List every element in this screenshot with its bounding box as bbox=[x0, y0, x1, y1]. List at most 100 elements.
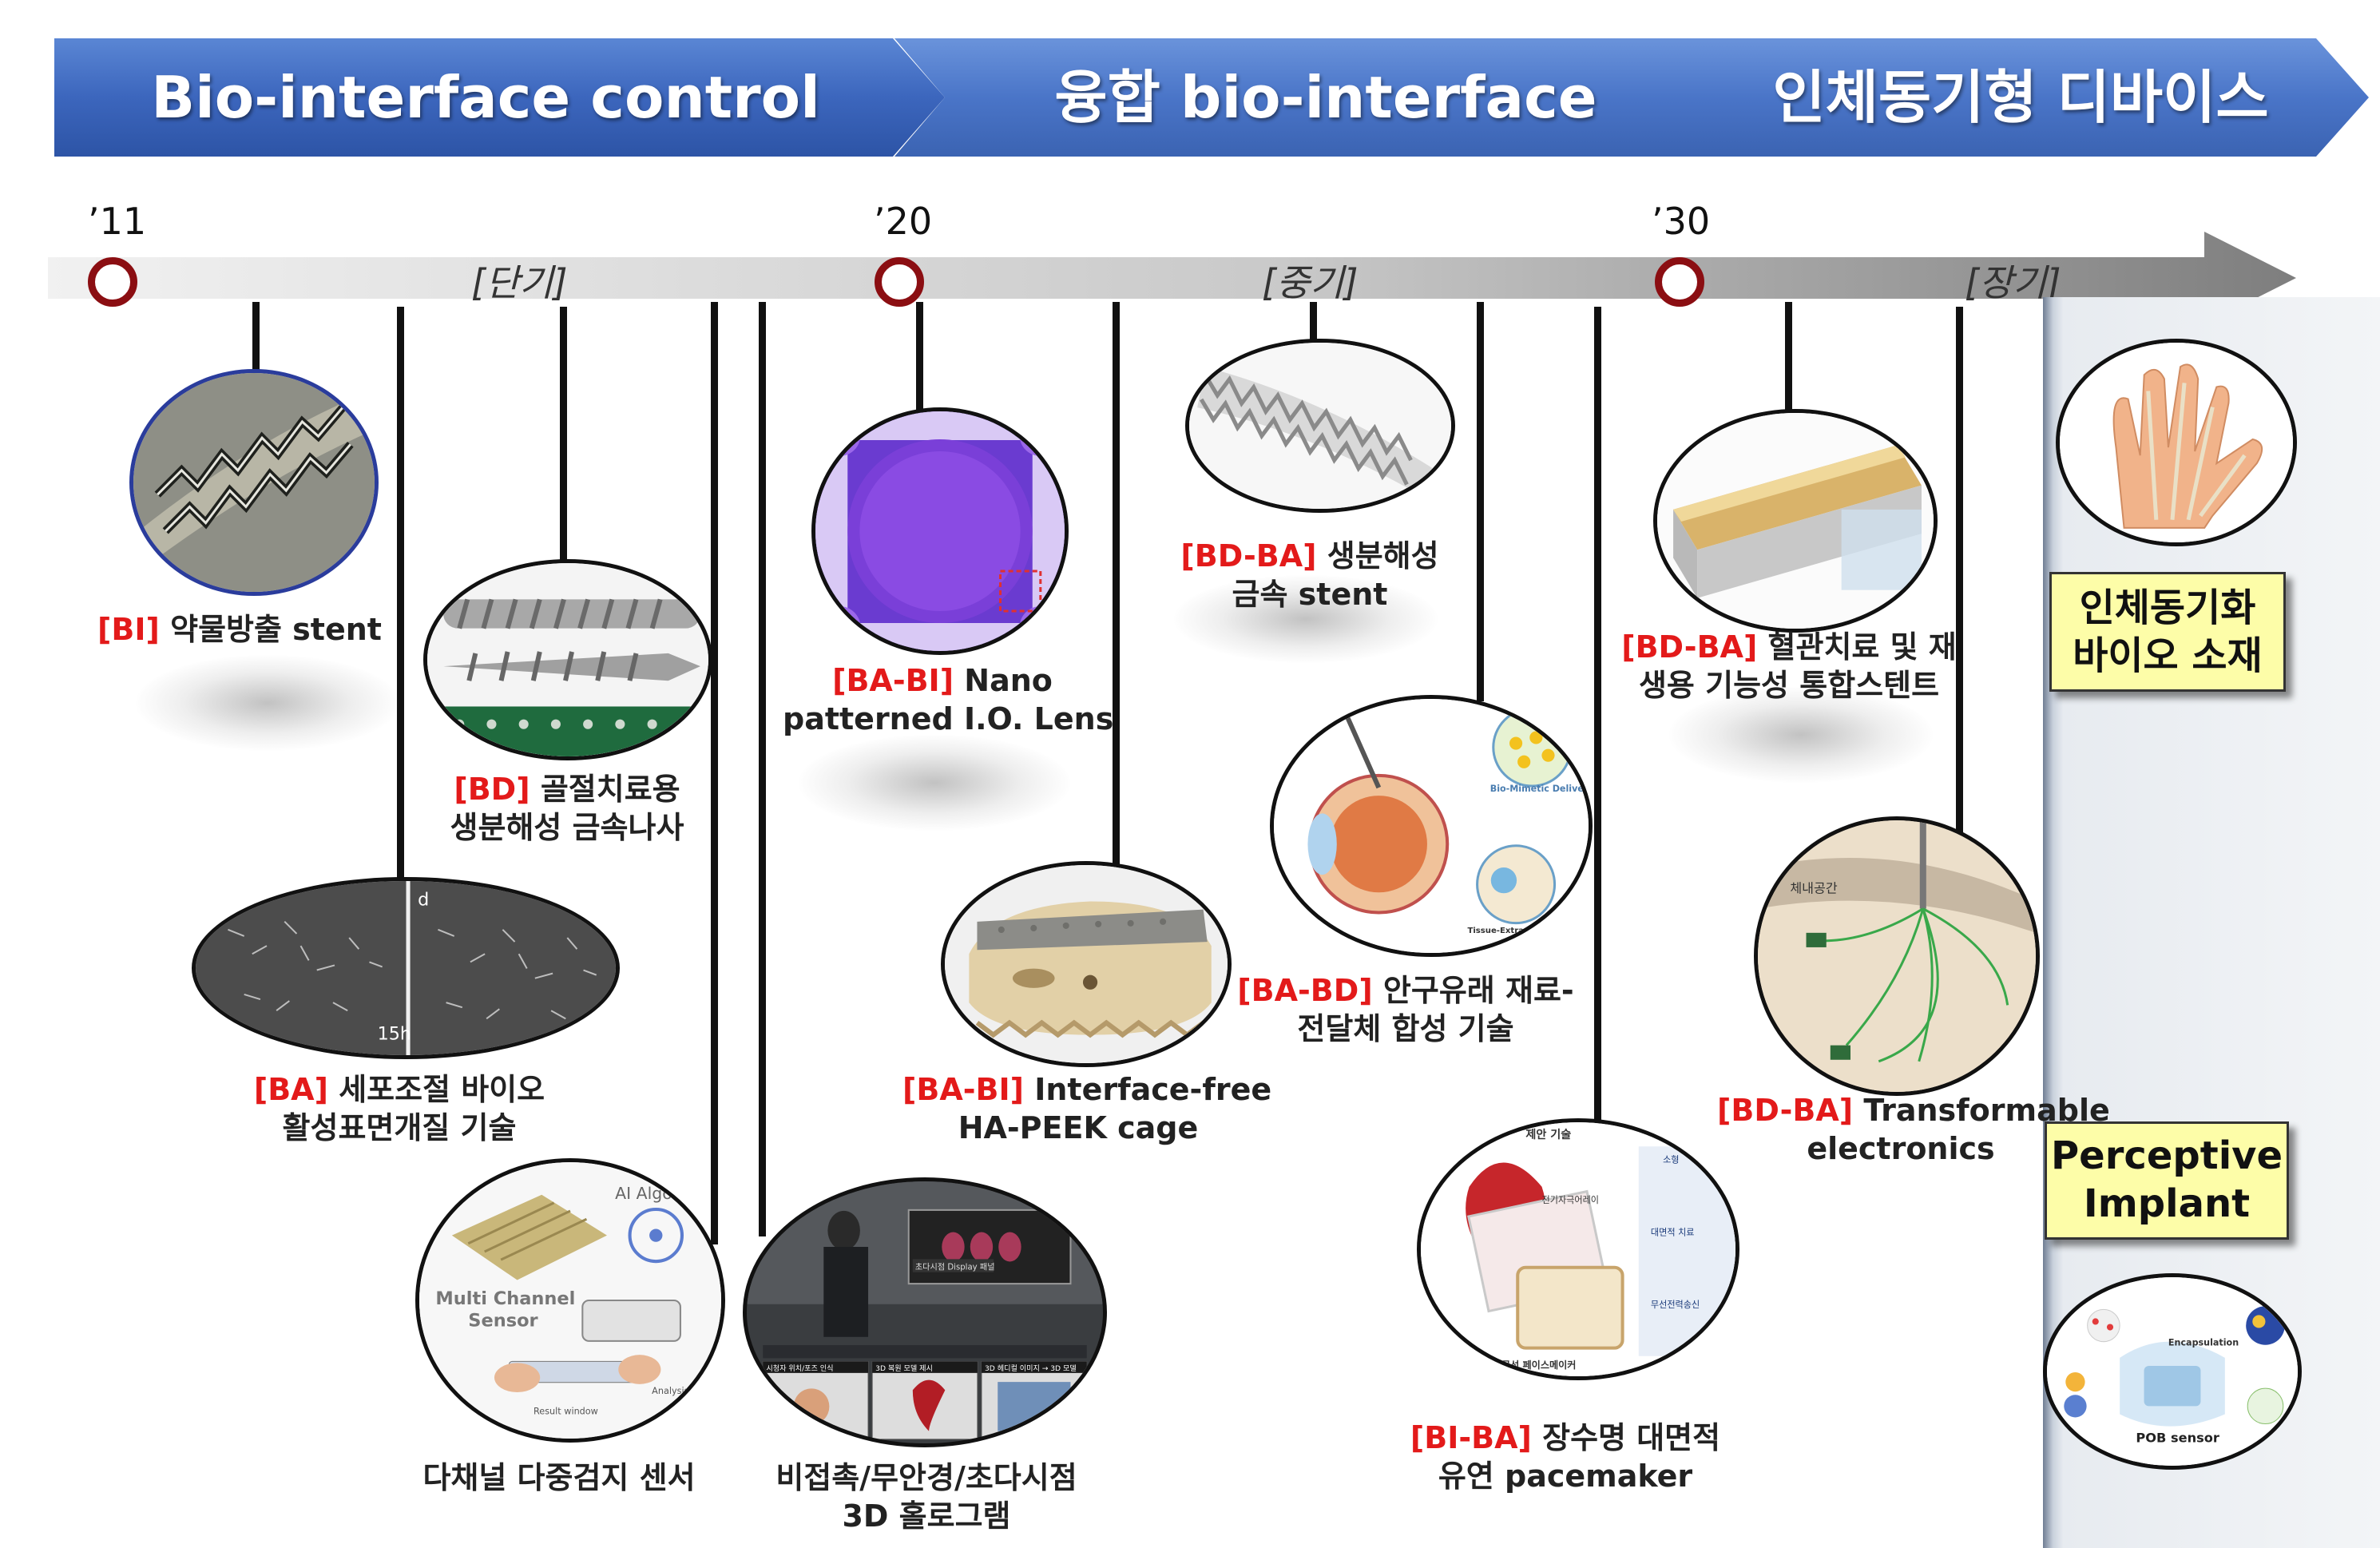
stem-lens bbox=[916, 302, 923, 414]
caption-lens: [BA-BI] Nano patterned I.O. Lens bbox=[783, 661, 1114, 738]
transformable-electronics-image: 체내공간 bbox=[1754, 816, 2040, 1096]
phase-arrow-3: 인체동기형 디바이스 bbox=[1653, 38, 2372, 157]
caption-line1: 장수명 대면적 bbox=[1542, 1420, 1721, 1455]
caption-bd-stent: [BD-BA] 생분해성 금속 stent bbox=[1166, 537, 1454, 613]
year-2020: ’20 bbox=[874, 200, 933, 243]
caption-tag: [BI] bbox=[97, 612, 160, 647]
caption-line2: 활성표면개질 기술 bbox=[282, 1110, 517, 1145]
stem-bi-stent bbox=[252, 302, 260, 374]
stem-hologram bbox=[759, 302, 766, 1236]
drug-eluting-stent-image bbox=[129, 369, 379, 596]
caption-ba-surface: [BA] 세포조절 바이오 활성표면개질 기술 bbox=[240, 1070, 559, 1147]
caption-tag: [BD] bbox=[454, 772, 530, 807]
caption-line1: 골절치료용 bbox=[540, 772, 680, 807]
nano-lens-image bbox=[811, 407, 1069, 655]
caption-line2: 생용 기능성 통합스텐트 bbox=[1638, 668, 1940, 703]
timeline-arrow bbox=[48, 232, 2296, 324]
sensor-title-2: Sensor bbox=[468, 1311, 537, 1332]
box-line1: Perceptive bbox=[2050, 1133, 2283, 1178]
caption-line1: Nano bbox=[964, 663, 1053, 698]
caption-line1: 비접촉/무안경/초다시점 bbox=[775, 1460, 1077, 1495]
eye-delivery-image: Bio-Mimetic Delivery System Tissue-Extra… bbox=[1270, 695, 1593, 957]
milestone-2020-marker bbox=[875, 257, 924, 307]
pace-array-label: 전기자극어레이 bbox=[1542, 1195, 1599, 1205]
caption-tag: [BA] bbox=[253, 1072, 328, 1107]
caption-line2: 금속 stent bbox=[1232, 577, 1388, 612]
holo-step-2: 3D 복원 모델 제시 bbox=[875, 1363, 933, 1373]
pace-top-label: 제안 기술 bbox=[1525, 1128, 1571, 1141]
sensor-ai-label: AI Algo bbox=[615, 1184, 672, 1203]
caption-transformable: [BD-BA] Transformable electronics bbox=[1717, 1091, 2110, 1168]
stem-ba-surface bbox=[397, 307, 404, 882]
eye-biomimetic-label: Bio-Mimetic Delivery System bbox=[1490, 784, 1589, 794]
long-term-box-implant: Perceptive Implant bbox=[2045, 1121, 2289, 1240]
pob-encapsulation-label: Encapsulation bbox=[2168, 1338, 2239, 1348]
pace-bottom-label: 무선 페이스메이커 bbox=[1501, 1359, 1576, 1371]
term-mid: [중기] bbox=[1262, 261, 1359, 304]
pob-sensor-label: POB sensor bbox=[2136, 1431, 2219, 1446]
shadow bbox=[1174, 575, 1438, 663]
shadow bbox=[799, 735, 1070, 831]
caption-line1: 혈관치료 및 재 bbox=[1767, 629, 1957, 665]
holo-step-1: 시청자 위치/포즈 인식 bbox=[766, 1363, 833, 1373]
multi-channel-sensor-image: AI Algo Multi Channel Sensor Result wind… bbox=[415, 1158, 725, 1443]
stem-eye bbox=[1477, 302, 1484, 701]
shadow bbox=[1669, 687, 1933, 783]
biodegradable-stent-image bbox=[1185, 339, 1455, 513]
caption-pacemaker: [BI-BA] 장수명 대면적 유연 pacemaker bbox=[1390, 1419, 1741, 1495]
holo-top-label: 초다시점 Display 패널 bbox=[915, 1263, 995, 1272]
caption-hologram: 비접촉/무안경/초다시점 3D 홀로그램 bbox=[751, 1459, 1102, 1535]
cell-surface-image: 15h d bbox=[192, 877, 620, 1059]
long-term-box-material: 인체동기화 바이오 소재 bbox=[2049, 572, 2286, 692]
caption-tag: [BI-BA] bbox=[1410, 1420, 1532, 1455]
caption-line2: electronics bbox=[1807, 1131, 1995, 1166]
caption-tag: [BD-BA] bbox=[1621, 629, 1758, 665]
caption-bi-stent: [BI] 약물방출 stent bbox=[96, 610, 383, 649]
stem-pacemaker bbox=[1594, 307, 1601, 1137]
metal-screw-image bbox=[423, 559, 712, 760]
caption-eye: [BA-BD] 안구유래 재료- 전달체 합성 기술 bbox=[1230, 971, 1581, 1048]
caption-line1: 세포조절 바이오 bbox=[339, 1072, 545, 1107]
caption-peek: [BA-BI] Interface-free HA-PEEK cage bbox=[902, 1070, 1271, 1147]
sensor-analysis-label: Analysis of portable device bbox=[652, 1386, 721, 1396]
holo-step-3: 3D 헤디컬 이미지 → 3D 모델 bbox=[985, 1363, 1077, 1373]
box-line2: Implant bbox=[2083, 1181, 2251, 1226]
caption-line1: 생분해성 bbox=[1327, 538, 1439, 574]
caption-tag: [BD-BA] bbox=[1717, 1093, 1854, 1128]
caption-tag: [BA-BI] bbox=[902, 1072, 1024, 1107]
pob-sensor-image: Encapsulation POB sensor bbox=[2043, 1273, 2302, 1470]
sensor-result-label: Result window bbox=[534, 1406, 598, 1416]
pacemaker-image: 제안 기술 전기자극어레이 무선 페이스메이커 소형 대면적 치료 무선전력송신 bbox=[1417, 1118, 1739, 1380]
caption-bd-screw: [BD] 골절치료용 생분해성 금속나사 bbox=[415, 770, 719, 847]
caption-text: 약물방출 stent bbox=[170, 612, 382, 647]
sensor-title-1: Multi Channel bbox=[435, 1288, 575, 1309]
vascular-stent-image bbox=[1653, 409, 1938, 633]
caption-line2: patterned I.O. Lens bbox=[783, 701, 1114, 736]
caption-line1: 다채널 다중검지 센서 bbox=[422, 1460, 696, 1495]
box-line1: 인체동기화 bbox=[2079, 585, 2256, 630]
shadow bbox=[136, 655, 399, 751]
hologram-image: 초다시점 Display 패널 시청자 위치/포즈 인식 3D 복원 모델 제시… bbox=[743, 1177, 1107, 1447]
phase-label-2: 융합 bio-interface bbox=[1054, 64, 1597, 131]
phase-arrow-2: 융합 bio-interface bbox=[894, 38, 1741, 157]
stem-peek bbox=[1113, 302, 1120, 869]
caption-tag: [BA-BD] bbox=[1237, 973, 1373, 1008]
year-2011: ’11 bbox=[88, 200, 147, 243]
milestone-2011-marker bbox=[88, 257, 137, 307]
stem-bd-screw bbox=[560, 307, 567, 578]
caption-line2: 유연 pacemaker bbox=[1438, 1459, 1693, 1494]
caption-tag: [BA-BI] bbox=[832, 663, 954, 698]
stem-transformable bbox=[1956, 307, 1963, 834]
pace-right-label-2: 대면적 치료 bbox=[1651, 1227, 1695, 1237]
box-line2: 바이오 소재 bbox=[2073, 633, 2263, 678]
caption-vascular: [BD-BA] 혈관치료 및 재 생용 기능성 통합스텐트 bbox=[1605, 628, 1973, 705]
stem-sensor bbox=[711, 302, 718, 1244]
hand-image bbox=[2056, 339, 2297, 546]
trans-space-label: 체내공간 bbox=[1790, 881, 1838, 896]
caption-tag: [BD-BA] bbox=[1180, 538, 1317, 574]
pace-right-label-3: 무선전력송신 bbox=[1651, 1300, 1700, 1310]
phase-label-3: 인체동기형 디바이스 bbox=[1772, 64, 2269, 131]
ha-peek-cage-image bbox=[941, 861, 1232, 1067]
caption-line1: Interface-free bbox=[1034, 1072, 1272, 1107]
caption-line1: 안구유래 재료- bbox=[1382, 973, 1574, 1008]
